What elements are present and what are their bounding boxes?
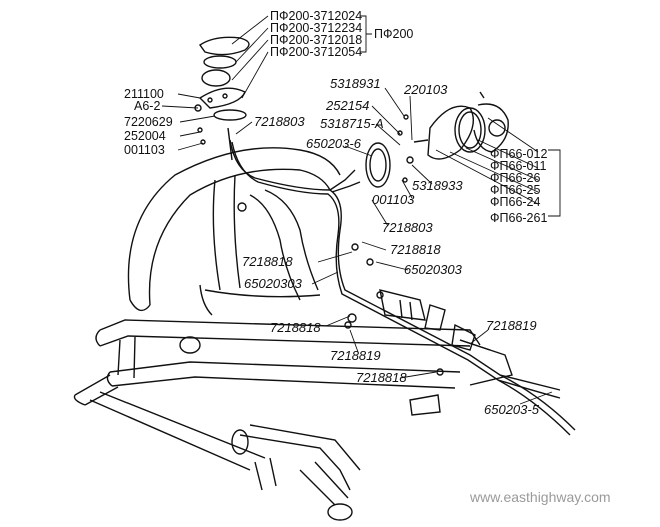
label-5318931: 5318931 [330,76,381,91]
label-001103-mid: 001103 [372,192,415,207]
leader-lines [161,15,561,405]
label-pf200-3712054: ПФ200-3712054 [270,45,362,59]
label-fp66-25: ФП66-25 [490,183,541,197]
label-7220629: 7220629 [124,115,173,129]
rear-lamp-fp66 [365,91,509,188]
label-252154: 252154 [325,98,369,113]
label-fp66-24: ФП66-24 [490,195,541,209]
label-5318715a: 5318715-А [320,116,384,131]
callout-labels: ПФ200-3712024 ПФ200-3712234 ПФ200-371201… [124,9,547,417]
label-650203-6: 650203-6 [306,136,362,151]
label-7218803-top: 7218803 [254,114,305,129]
label-pf200-3712024: ПФ200-3712024 [270,9,362,23]
rear-lamp-pf200 [194,36,250,161]
watermark-text: www.easthighway.com [469,489,611,505]
label-7218818-bottom: 7218818 [356,370,407,385]
label-252004: 252004 [124,129,166,143]
label-220103: 220103 [403,82,448,97]
label-7218819-lower: 7218819 [330,348,381,363]
label-650203-5: 650203-5 [484,402,540,417]
label-7218819-right: 7218819 [486,318,537,333]
label-pf200-3712018: ПФ200-3712018 [270,33,362,47]
label-pf200: ПФ200 [374,27,413,41]
label-65020303-right: 65020303 [404,262,463,277]
wiring-harness [229,139,576,436]
label-pf200-3712234: ПФ200-3712234 [270,21,362,35]
label-7218818-lower: 7218818 [270,320,321,335]
label-7218818-left: 7218818 [242,254,293,269]
label-211100: 211100 [124,87,164,101]
label-001103-left: 001103 [124,143,165,157]
label-fp66-011: ФП66-011 [490,159,547,173]
label-7218803-mid: 7218803 [382,220,433,235]
label-fp66-261: ФП66-261 [490,211,547,225]
label-65020303-left: 65020303 [244,276,303,291]
tube-frame [73,319,513,521]
mount-brackets [344,243,491,376]
label-5318933: 5318933 [412,178,463,193]
label-a6-2: А6-2 [134,99,160,113]
label-fp66-012: ФП66-012 [490,147,547,161]
fender [127,147,341,316]
label-7218818-right: 7218818 [390,242,441,257]
label-fp66-26: ФП66-26 [490,171,541,185]
